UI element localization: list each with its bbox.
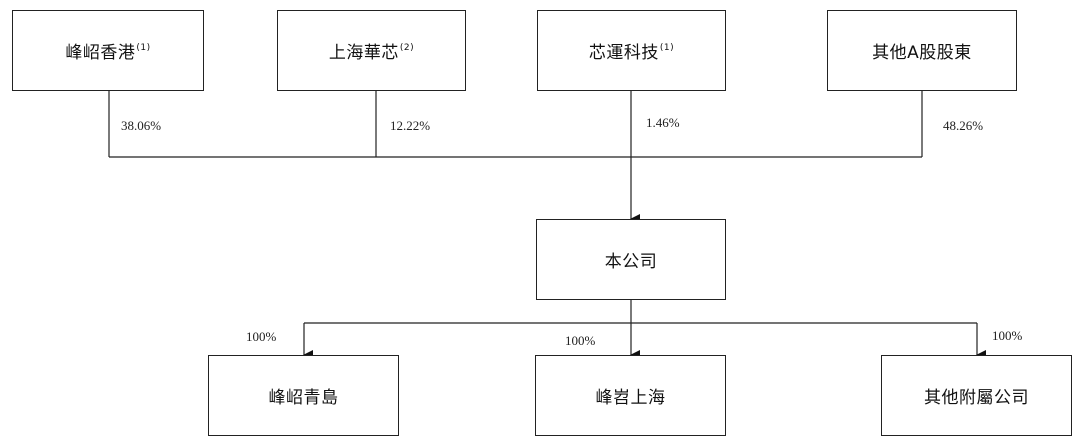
shareholder-name-2: 上海華芯(2)	[328, 43, 415, 63]
shareholder-note-2: (2)	[399, 43, 415, 53]
shareholder-note-1: (1)	[136, 43, 151, 53]
shareholder-box-2: 上海華芯(2)	[277, 10, 466, 91]
company-name: 本公司	[604, 252, 658, 272]
subsidiary-box-3: 其他附屬公司	[881, 355, 1072, 436]
shareholder-box-4: 其他A股股東	[827, 10, 1017, 91]
shareholding-percent-4: 48.26%	[943, 118, 984, 133]
shareholder-name-1: 峰岹香港(1)	[65, 43, 151, 63]
subsidiary-box-1: 峰岹青島	[208, 355, 399, 436]
subsidiary-box-2: 峰岧上海	[535, 355, 726, 436]
shareholder-box-1: 峰岹香港(1)	[12, 10, 204, 91]
subsidiary-percent-1: 100%	[246, 329, 277, 344]
subsidiary-percent-2: 100%	[565, 333, 596, 348]
subsidiary-name-3: 其他附屬公司	[924, 388, 1029, 408]
subsidiary-percent-3: 100%	[992, 328, 1023, 343]
shareholding-percent-1: 38.06%	[121, 118, 162, 133]
shareholding-percent-2: 12.22%	[390, 118, 431, 133]
company-box: 本公司	[536, 219, 726, 300]
shareholder-name-4: 其他A股股東	[872, 43, 972, 63]
shareholding-percent-3: 1.46%	[646, 115, 680, 130]
subsidiary-name-1: 峰岹青島	[268, 388, 339, 408]
shareholder-name-3: 芯運科技(1)	[588, 43, 675, 63]
shareholder-note-3: (1)	[659, 43, 675, 53]
shareholder-box-3: 芯運科技(1)	[537, 10, 726, 91]
subsidiary-name-2: 峰岧上海	[595, 388, 666, 408]
